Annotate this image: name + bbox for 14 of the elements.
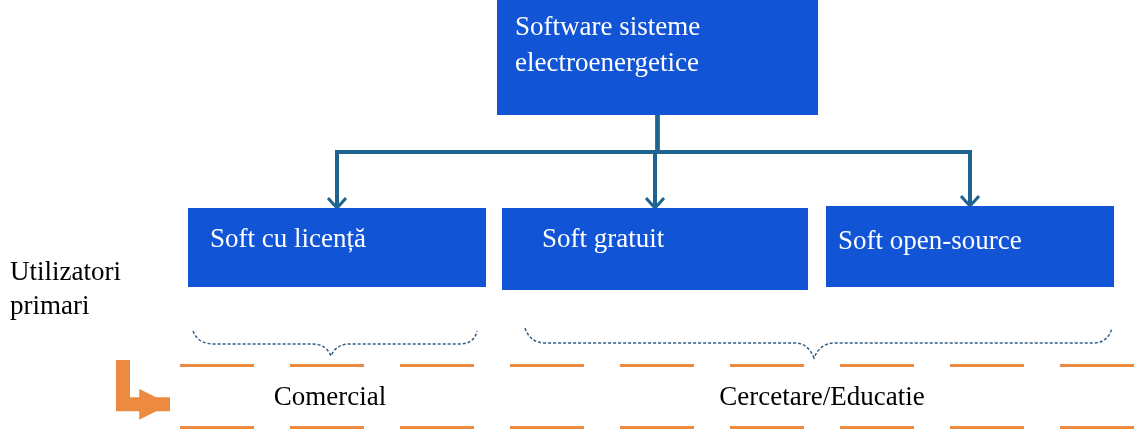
node-text: Comercial — [273, 381, 387, 412]
node-text: Soft cu licență — [210, 222, 367, 255]
arrow — [116, 360, 170, 420]
category-box — [826, 206, 1114, 287]
node-text: Soft open-source — [838, 224, 1023, 257]
side-label: Utilizatori primari — [10, 255, 122, 322]
node-text: Software sisteme electroenergetice — [515, 10, 702, 79]
category-box — [502, 208, 808, 290]
category-box — [188, 208, 486, 287]
node-text: Cercetare/Educatie — [719, 381, 925, 412]
node-text: Soft gratuit — [542, 222, 666, 255]
arrow — [655, 115, 981, 208]
user-group-band — [510, 364, 1134, 429]
category-box — [497, 0, 818, 115]
